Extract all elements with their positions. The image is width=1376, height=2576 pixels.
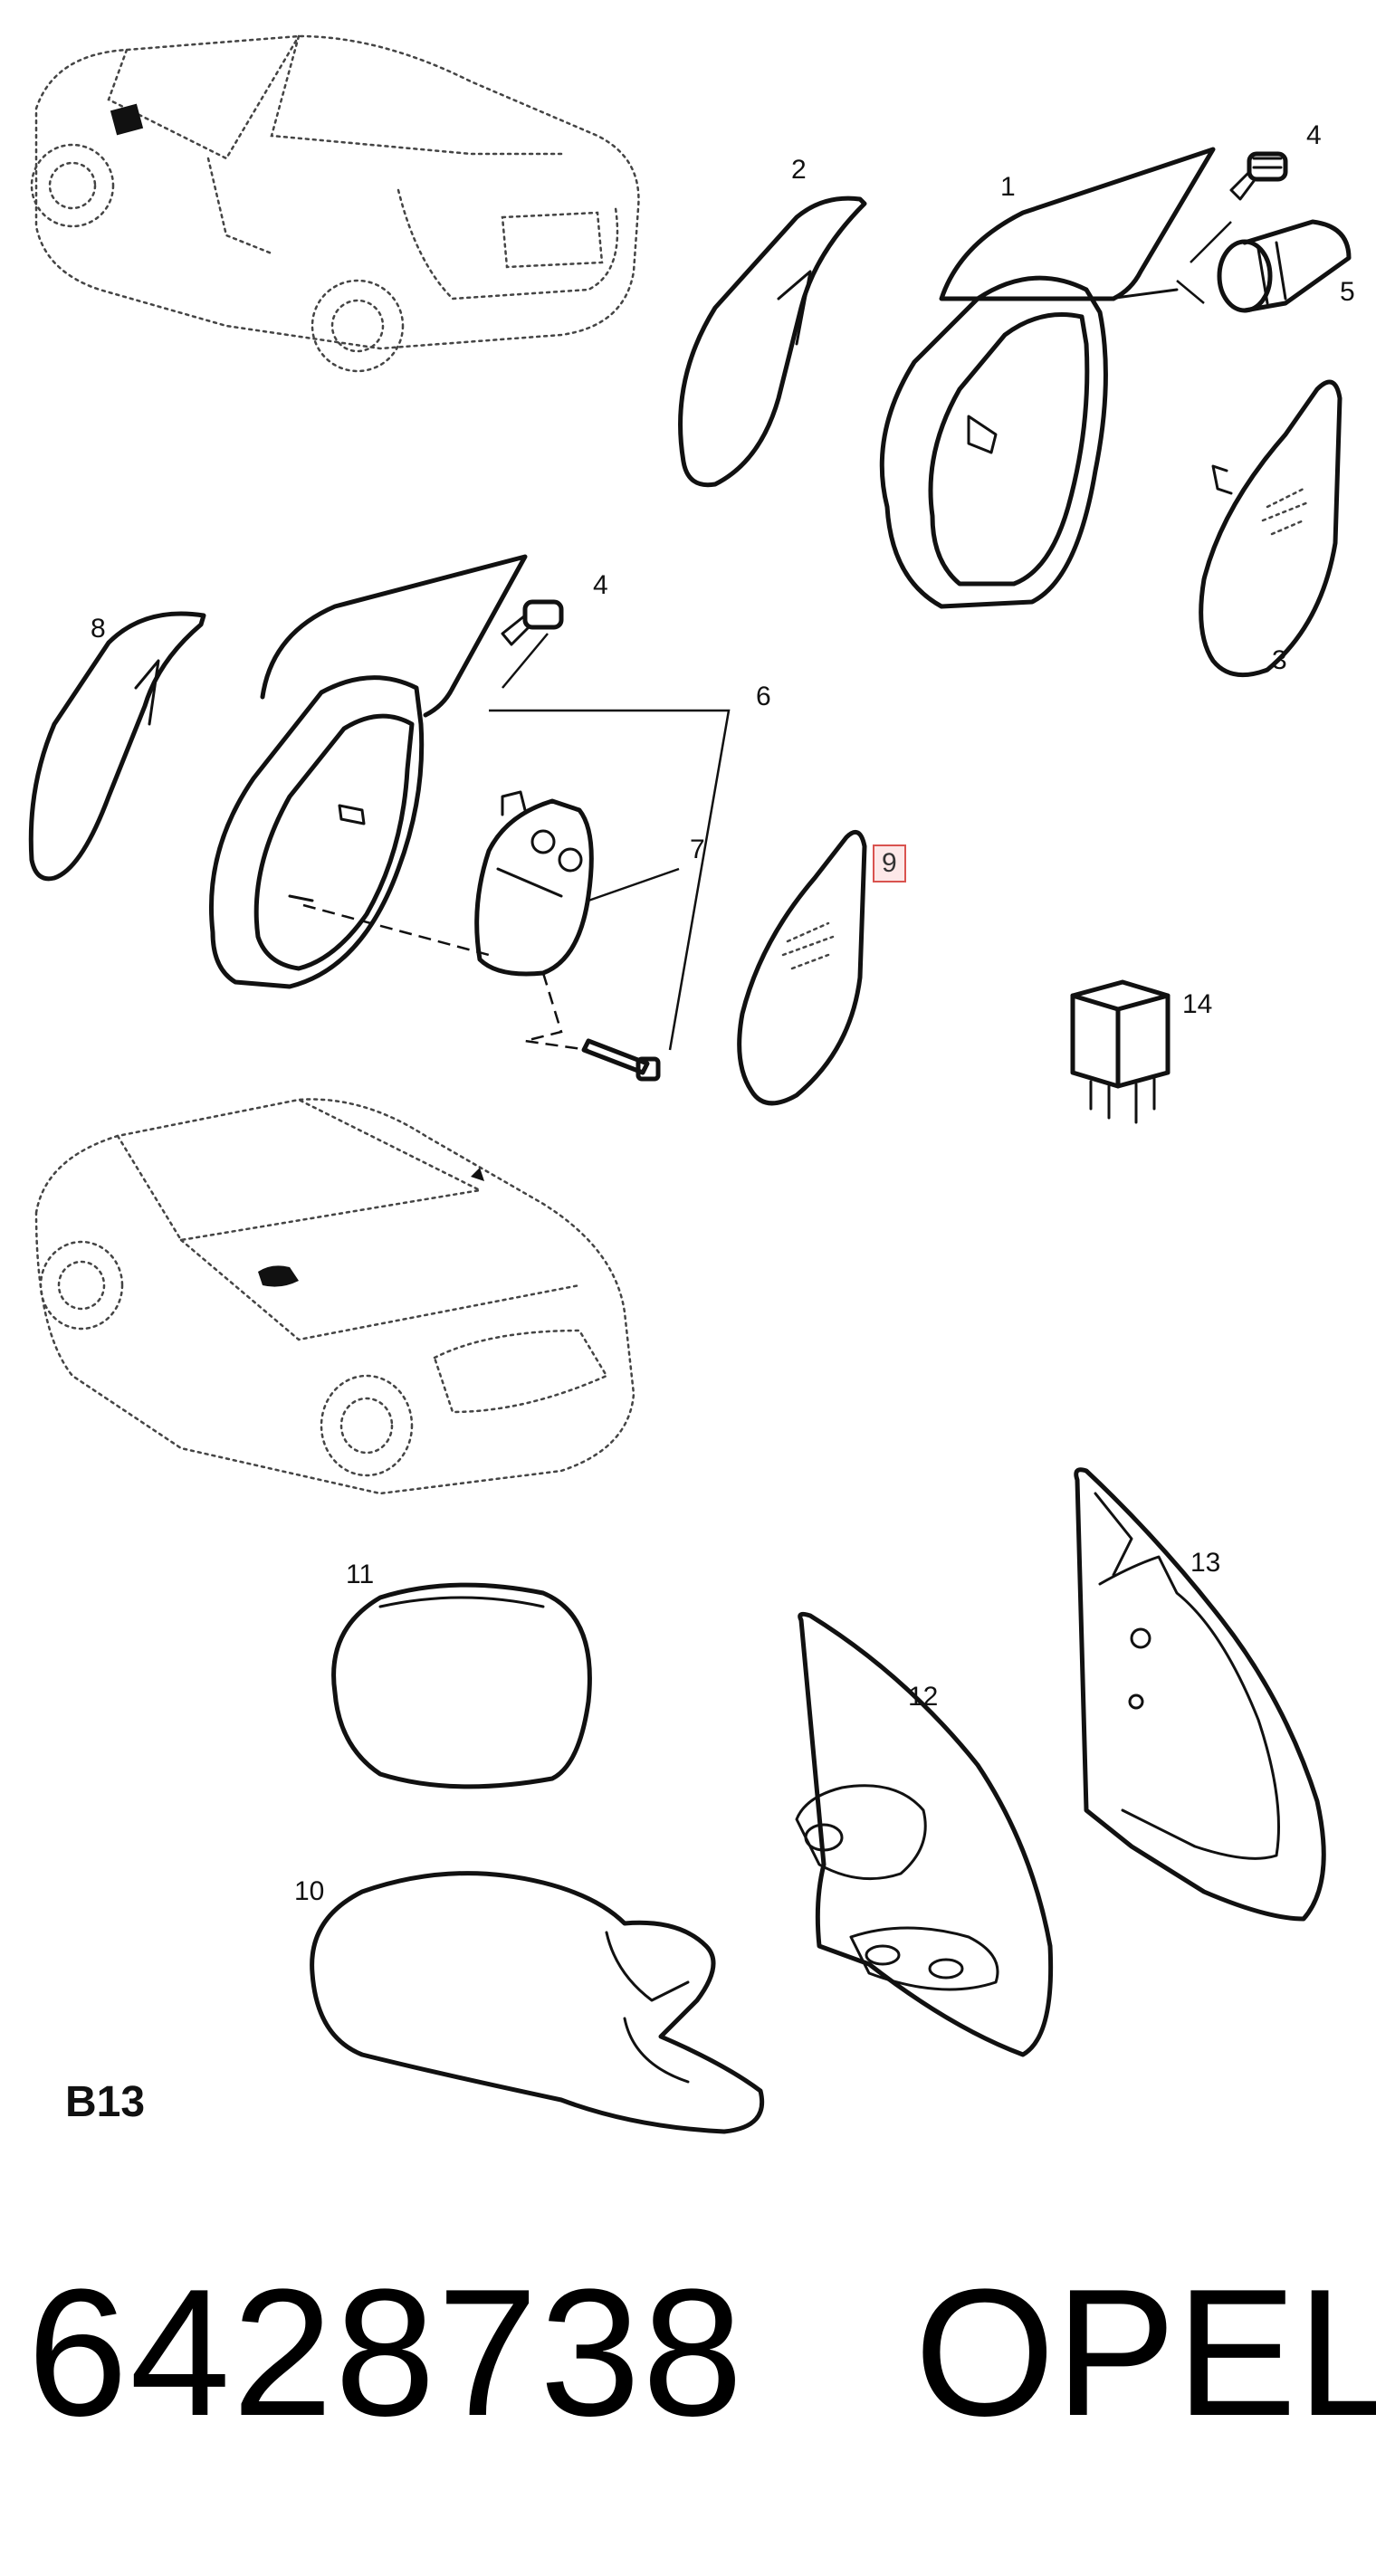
mirror-highlight-mark: [258, 1265, 299, 1287]
callout-9-highlighted[interactable]: 9: [873, 844, 906, 883]
callout-5: 5: [1340, 277, 1355, 307]
callout-10: 10: [294, 1876, 325, 1906]
car-rear-view-illustration: [30, 34, 640, 373]
callout-11: 11: [346, 1560, 375, 1589]
callout-2: 2: [791, 155, 807, 185]
callout-13: 13: [1190, 1548, 1221, 1578]
part-number: 6428738: [27, 2252, 745, 2454]
part-8-cover-cap: [28, 611, 206, 882]
part-4-screw-middle: [501, 599, 564, 646]
leader-lines: [302, 221, 1232, 1052]
part-7-bolt: [581, 1038, 661, 1082]
part-14-relay: [1070, 979, 1171, 1124]
part-9-mirror-glass[interactable]: [737, 829, 867, 1106]
part-11-mirror-glass: [331, 1582, 592, 1789]
callout-4-middle: 4: [593, 570, 608, 600]
callout-4-top: 4: [1306, 120, 1322, 150]
part-7-adjuster-motor: [474, 790, 594, 977]
part-3-mirror-glass: [1199, 379, 1343, 678]
car-front-view-illustration: [34, 1098, 635, 1495]
section-code: B13: [65, 2078, 146, 2126]
callout-6: 6: [756, 682, 771, 711]
part-12-mirror-base: [795, 1611, 1054, 2057]
part-5-grommet: [1217, 219, 1352, 313]
mirror-highlight-mark: [110, 103, 144, 136]
callout-1: 1: [1000, 172, 1016, 202]
part-6-mirror-frame: [208, 554, 528, 989]
callout-3: 3: [1272, 645, 1287, 675]
callout-7: 7: [690, 835, 705, 864]
callout-12: 12: [908, 1682, 939, 1712]
part-2-cover-cap: [678, 196, 867, 488]
callout-14: 14: [1182, 989, 1213, 1019]
part-10-mirror-housing: [310, 1871, 765, 2134]
part-13-mirror-base: [1074, 1467, 1326, 1922]
brand-name: OPEL: [914, 2252, 1376, 2454]
callout-8: 8: [91, 614, 106, 644]
part-1-mirror-housing: [879, 147, 1216, 609]
part-4-screw-top: [1229, 151, 1288, 201]
